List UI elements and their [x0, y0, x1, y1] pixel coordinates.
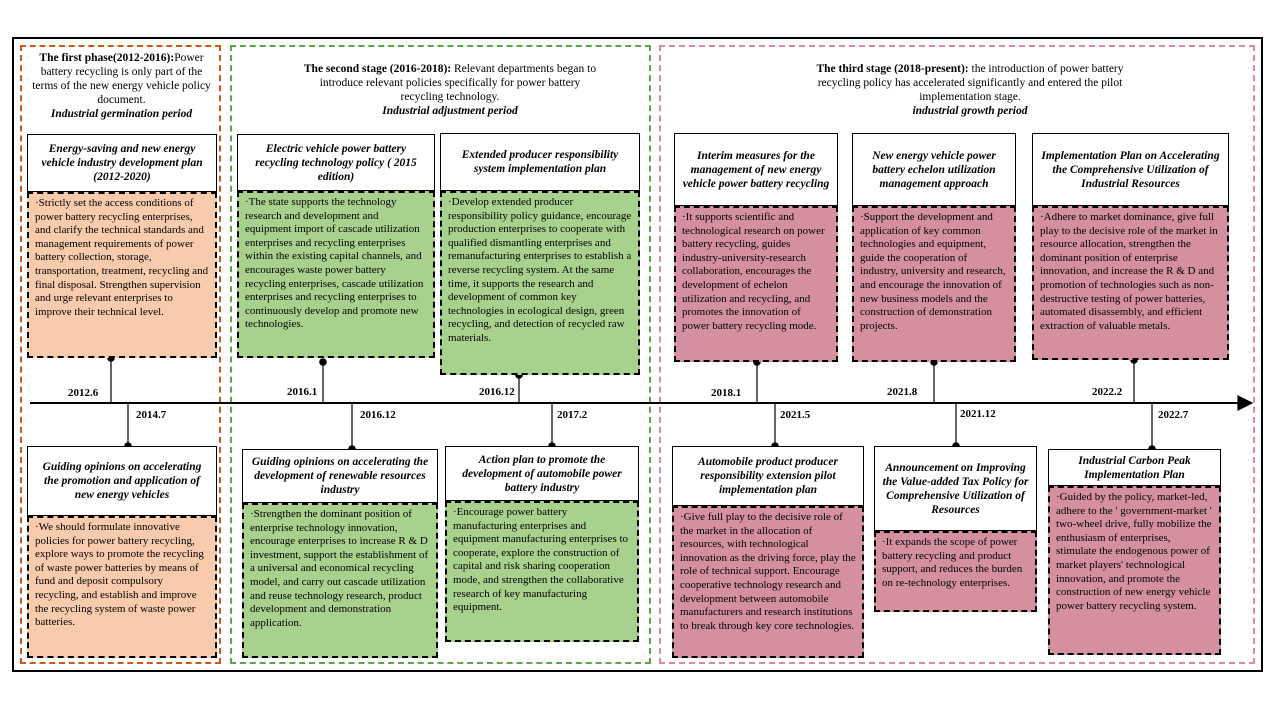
year-below-4: 2021.5 — [780, 409, 811, 421]
timeline-arrowhead — [1237, 395, 1254, 411]
policy-bottom-3-title: Action plan to promote the development o… — [445, 446, 639, 501]
phase-2-region — [230, 45, 651, 664]
year-below-1: 2014.7 — [136, 409, 167, 421]
policy-bottom-5-body: ·It expands the scope of power battery r… — [874, 531, 1037, 612]
policy-bottom-3-body: ·Encourage power battery manufacturing e… — [445, 501, 639, 642]
policy-top-4-title: Interim measures for the management of n… — [674, 133, 838, 206]
year-below-6: 2022.7 — [1158, 409, 1189, 421]
phase-3-region — [659, 45, 1255, 664]
policy-top-4-body: ·It supports scientific and technologica… — [674, 206, 838, 362]
policy-top-6-body: ·Adhere to market dominance, give full p… — [1032, 206, 1229, 360]
policy-top-2-title: Electric vehicle power battery recycling… — [237, 134, 435, 191]
policy-bottom-2-body: ·Strengthen the dominant position of ent… — [242, 503, 438, 658]
year-above-5: 2021.8 — [887, 386, 918, 398]
policy-bottom-4-body: ·Give full play to the decisive role of … — [672, 506, 864, 658]
phase-3-period: industrial growth period — [912, 105, 1028, 117]
diagram-frame — [12, 37, 1263, 672]
phase-1-period: Industrial germination period — [50, 108, 193, 120]
phase-1-lead: The first phase(2012-2016): — [39, 52, 175, 64]
phase-3-header: The third stage (2018-present): the intr… — [795, 62, 1145, 118]
phase-3-text: the introduction of power battery recycl… — [817, 63, 1124, 103]
year-above-3: 2016.12 — [479, 386, 515, 398]
year-above-2: 2016.1 — [287, 386, 318, 398]
policy-bottom-1-body: ·We should formulate innovative policies… — [27, 516, 217, 658]
year-below-3: 2017.2 — [557, 409, 588, 421]
policy-top-5-body: ·Support the development and application… — [852, 206, 1016, 362]
year-below-5: 2021.12 — [960, 408, 996, 420]
policy-bottom-5-title: Announcement on Improving the Value-adde… — [874, 446, 1037, 531]
year-below-2: 2016.12 — [360, 409, 396, 421]
policy-top-2-body: ·The state supports the technology resea… — [237, 191, 435, 358]
phase-1-text: Power battery recycling is only part of … — [32, 52, 211, 106]
policy-bottom-1-title: Guiding opinions on accelerating the pro… — [27, 446, 217, 516]
phase-1-region — [20, 45, 221, 664]
policy-bottom-6-title: Industrial Carbon Peak Implementation Pl… — [1048, 449, 1221, 486]
phase-1-header: The first phase(2012-2016):Power battery… — [28, 51, 215, 121]
phase-3-lead: The third stage (2018-present): — [816, 63, 969, 75]
phase-2-text: Relevant departments began to introduce … — [319, 63, 597, 103]
policy-bottom-6-body: ·Guided by the policy, market-led, adher… — [1048, 486, 1221, 655]
policy-bottom-4-title: Automobile product producer responsibili… — [672, 446, 864, 506]
policy-top-3-title: Extended producer responsibility system … — [440, 133, 640, 191]
year-above-6: 2022.2 — [1092, 386, 1123, 398]
year-above-1: 2012.6 — [68, 387, 99, 399]
policy-top-3-body: ·Develop extended producer responsibilit… — [440, 191, 640, 375]
policy-top-5-title: New energy vehicle power battery echelon… — [852, 133, 1016, 206]
dot-top-2 — [319, 358, 327, 366]
phase-2-period: Industrial adjustment period — [382, 105, 518, 117]
policy-top-1-body: ·Strictly set the access conditions of p… — [27, 192, 217, 358]
policy-bottom-2-title: Guiding opinions on accelerating the dev… — [242, 449, 438, 503]
policy-top-6-title: Implementation Plan on Accelerating the … — [1032, 133, 1229, 206]
phase-2-header: The second stage (2016-2018): Relevant d… — [300, 62, 600, 118]
year-above-4: 2018.1 — [711, 387, 742, 399]
phase-2-lead: The second stage (2016-2018): — [303, 63, 452, 75]
policy-top-1-title: Energy-saving and new energy vehicle ind… — [27, 134, 217, 192]
